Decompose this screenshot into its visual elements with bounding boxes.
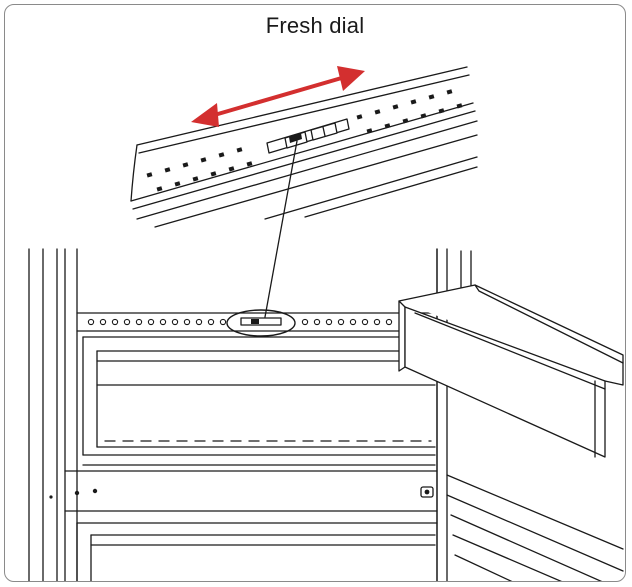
lower-drawer [76, 522, 438, 581]
divider-panel [49, 470, 438, 512]
diagram-title: Fresh dial [265, 13, 365, 38]
callout-circle-icon [226, 309, 296, 337]
crisper-drawer [82, 336, 436, 466]
refrigerator-illustration [28, 66, 624, 581]
fresh-dial-small [240, 317, 282, 326]
door-bin [398, 284, 624, 458]
diagram-frame: Fresh dial [4, 4, 626, 582]
fresh-dial-slider-icon [266, 118, 350, 154]
rail-holes-upper [146, 89, 453, 178]
rail-holes-lower [156, 103, 463, 192]
fridge-cabinet [28, 248, 448, 581]
callout-leader-line [264, 140, 298, 318]
shelf-rail-holes [87, 318, 393, 326]
zoomed-rail-detail [130, 66, 478, 228]
double-arrow-icon [191, 66, 365, 127]
